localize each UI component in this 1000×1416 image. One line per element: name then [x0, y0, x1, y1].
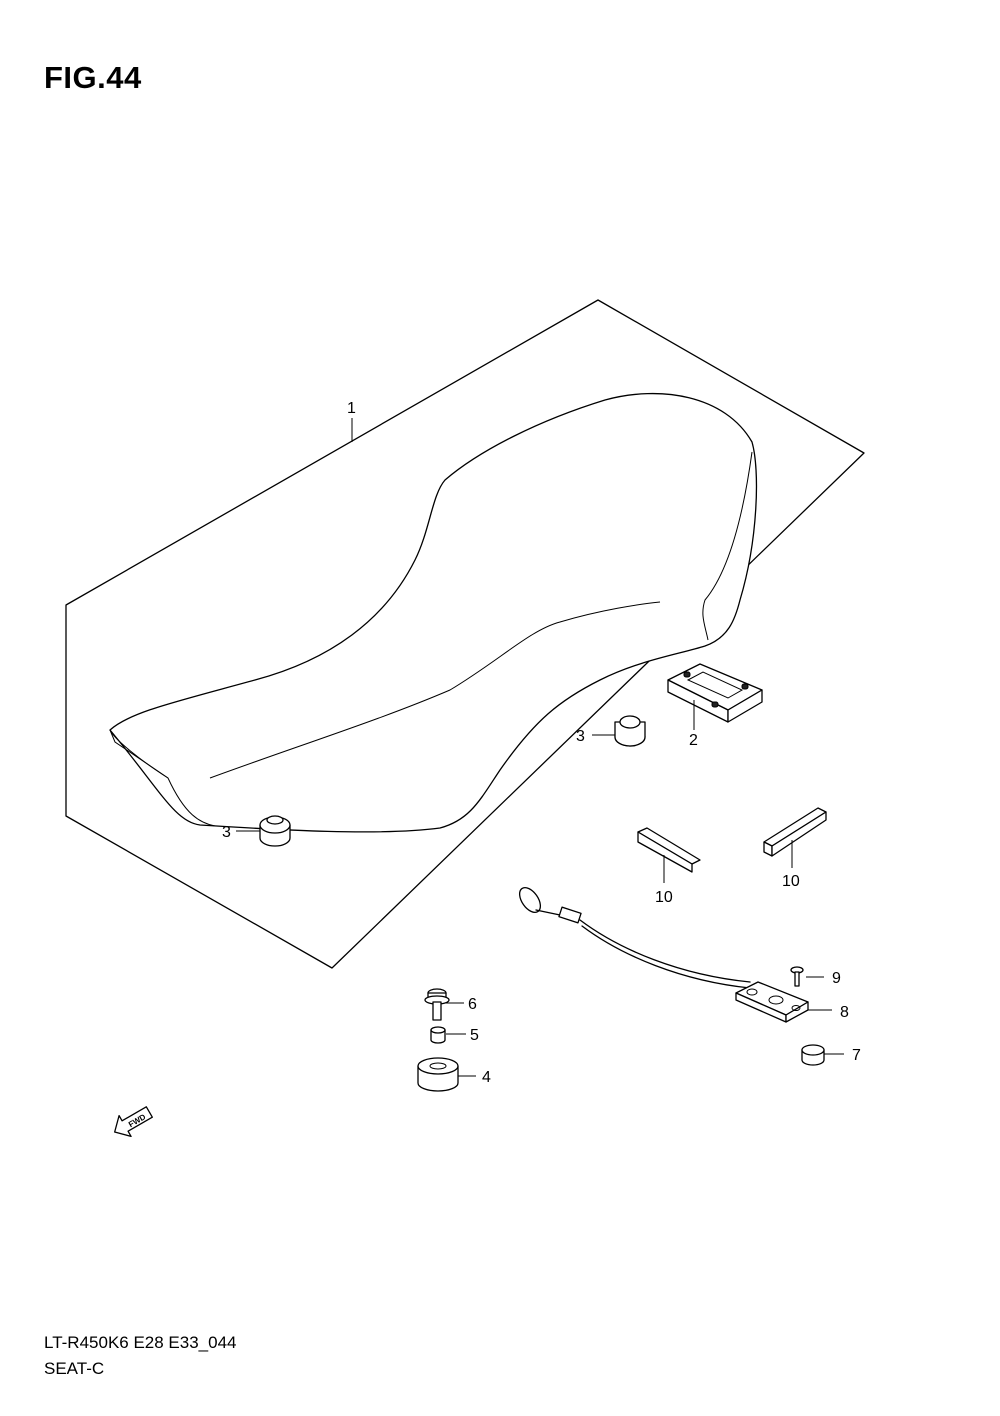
- model-code: LT-R450K6 E28 E33_044: [44, 1333, 237, 1352]
- cushion-part-b[interactable]: [259, 815, 291, 847]
- bolt-part[interactable]: [424, 988, 450, 1021]
- callout-10a: 10: [655, 889, 673, 906]
- callout-5: 5: [470, 1027, 479, 1044]
- callout-4: 4: [482, 1069, 491, 1086]
- tape-part-b[interactable]: [763, 807, 827, 857]
- fwd-arrow-icon: FWD: [114, 1106, 153, 1138]
- screw-part[interactable]: [790, 966, 804, 987]
- callout-8: 8: [840, 1004, 849, 1021]
- callout-3a: 3: [576, 728, 585, 745]
- section-name: SEAT-C: [44, 1359, 105, 1378]
- grommet-part[interactable]: [801, 1044, 825, 1066]
- assembly-boundary: [65, 299, 865, 969]
- callout-3b: 3: [222, 824, 231, 841]
- cushion-ring-part[interactable]: [417, 1057, 459, 1092]
- cushion-part-a[interactable]: [614, 715, 646, 747]
- seat-part[interactable]: [109, 392, 758, 833]
- collar-part[interactable]: [430, 1026, 446, 1044]
- bracket-part[interactable]: [667, 663, 763, 723]
- tape-part-a[interactable]: [637, 827, 701, 873]
- callout-10b: 10: [782, 873, 800, 890]
- callout-7: 7: [852, 1047, 861, 1064]
- callout-9: 9: [832, 970, 841, 987]
- figure-title: FIG.44: [44, 60, 142, 95]
- callout-1: 1: [347, 400, 356, 417]
- callout-2: 2: [689, 732, 698, 749]
- callout-6: 6: [468, 996, 477, 1013]
